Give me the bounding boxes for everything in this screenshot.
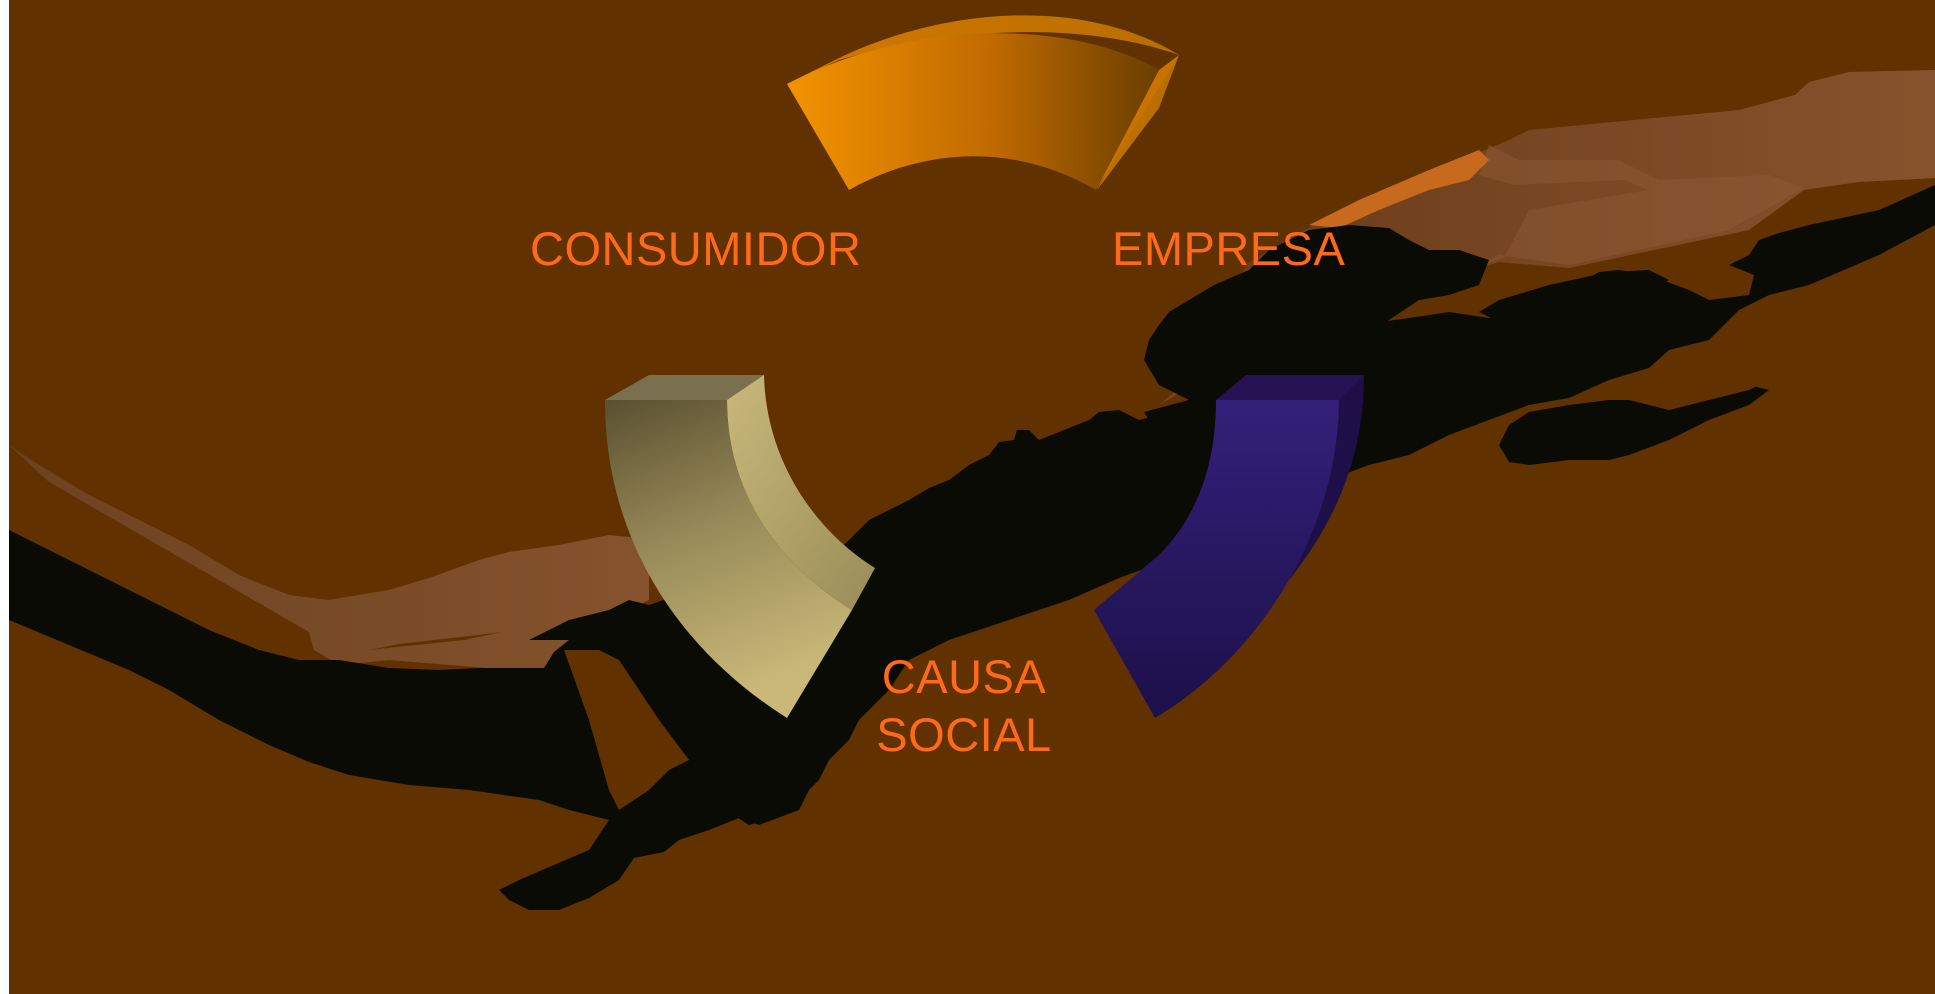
consumidor-label: CONSUMIDOR: [530, 220, 861, 278]
handshake-silhouette-icon: [9, 185, 1935, 910]
causa-social-label: CAUSA SOCIAL: [864, 648, 1064, 764]
slide-canvas: CONSUMIDOR EMPRESA CAUSA SOCIAL: [9, 0, 1935, 994]
empresa-label: EMPRESA: [1112, 220, 1345, 278]
diagram-artwork: [9, 0, 1935, 994]
orange-ring-segment: [787, 15, 1179, 190]
